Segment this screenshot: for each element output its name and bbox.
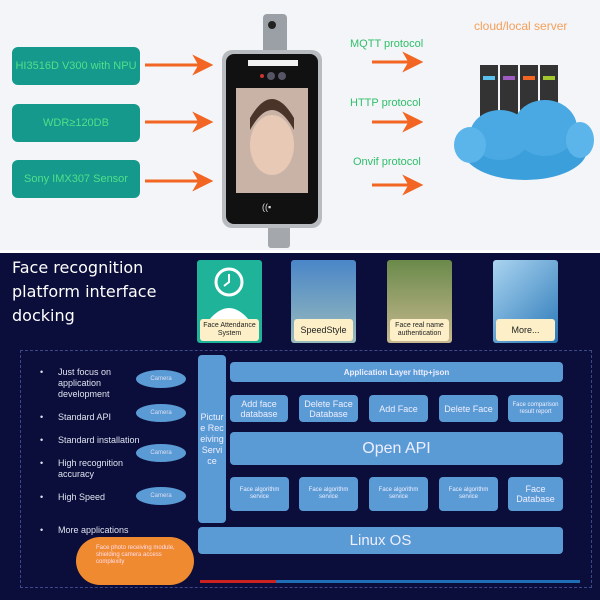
api-function: Add Face bbox=[369, 395, 428, 422]
tile-real-name-auth: Face real name authentication bbox=[387, 260, 452, 343]
camera-node: Camera bbox=[136, 404, 186, 422]
algorithm-service: Face algorithm service bbox=[439, 477, 498, 511]
api-function: Face comparison result report bbox=[508, 395, 563, 422]
server-cloud-icon bbox=[454, 65, 594, 180]
platform-title: Face recognition platform interface dock… bbox=[12, 256, 156, 328]
application-layer: Application Layer http+json bbox=[230, 362, 563, 382]
api-function: Add face database bbox=[230, 395, 288, 422]
algorithm-service: Face algorithm service bbox=[230, 477, 289, 511]
arrows: ((▪ bbox=[145, 14, 594, 248]
tile-caption: Face Attendance System bbox=[200, 319, 259, 341]
api-function: Delete Face Database bbox=[299, 395, 358, 422]
architecture-frame bbox=[20, 350, 592, 588]
protocol-label: MQTT protocol bbox=[350, 38, 424, 50]
camera-node: Camera bbox=[136, 487, 186, 505]
bullet-item: Just focus on application development bbox=[40, 367, 153, 400]
algorithm-service: Face algorithm service bbox=[299, 477, 358, 511]
server-label: cloud/local server bbox=[474, 19, 568, 33]
tile-caption: SpeedStyle bbox=[294, 319, 353, 341]
camera-node: Camera bbox=[136, 370, 186, 388]
bullet-item: High Speed bbox=[40, 492, 153, 503]
platform-panel: Face recognition platform interface dock… bbox=[0, 253, 600, 600]
feature-box: WDR≥120DB bbox=[12, 104, 140, 142]
svg-text:((▪: ((▪ bbox=[262, 202, 271, 212]
clock-person-icon bbox=[209, 267, 249, 320]
title-line: Face recognition bbox=[12, 258, 144, 277]
tile-caption: Face real name authentication bbox=[390, 319, 449, 341]
face-database: Face Database bbox=[508, 477, 563, 511]
bullet-item: Standard API bbox=[40, 412, 153, 423]
open-api: Open API bbox=[230, 432, 563, 465]
feature-box: Sony IMX307 Sensor bbox=[12, 160, 140, 198]
camera-node: Camera bbox=[136, 444, 186, 462]
hardware-panel: HI3516D V300 with NPU WDR≥120DB Sony IMX… bbox=[0, 0, 600, 250]
api-function: Delete Face bbox=[439, 395, 498, 422]
tile-caption: More... bbox=[496, 319, 555, 341]
protocol-label: Onvif protocol bbox=[353, 156, 421, 168]
bullet-item: More applications bbox=[40, 525, 158, 536]
tile-speedstyle: SpeedStyle bbox=[291, 260, 356, 343]
tile-face-attendance: Face Attendance System bbox=[197, 260, 262, 343]
linux-os: Linux OS bbox=[198, 527, 563, 554]
bullet-item: High recognition accuracy bbox=[40, 458, 153, 480]
tile-more: More... bbox=[493, 260, 558, 343]
protocol-label: HTTP protocol bbox=[350, 97, 421, 109]
cloud-note: Face photo receiving module, shielding c… bbox=[76, 537, 194, 585]
title-line: platform interface bbox=[12, 282, 157, 301]
bullet-item: Standard installation bbox=[40, 435, 148, 446]
decorative-line bbox=[200, 580, 580, 583]
title-line: docking bbox=[12, 306, 75, 325]
picture-receiving-service: Picture Receiving Service bbox=[198, 355, 226, 523]
algorithm-service: Face algorithm service bbox=[369, 477, 428, 511]
feature-box: HI3516D V300 with NPU bbox=[12, 47, 140, 85]
face-terminal-device: ((▪ bbox=[222, 14, 322, 248]
